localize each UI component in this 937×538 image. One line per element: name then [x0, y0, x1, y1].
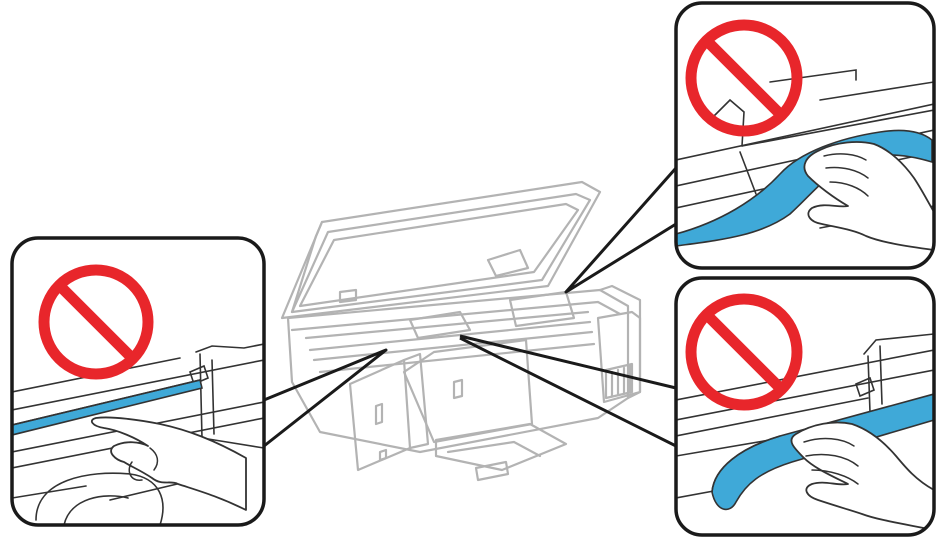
top-right-callout [676, 3, 934, 268]
bottom-right-callout [676, 278, 934, 535]
printer-scanner-lid [282, 182, 600, 318]
left-callout-pointer [264, 350, 386, 446]
printer-ink-tank [598, 312, 640, 402]
left-callout [12, 238, 264, 525]
top-right-callout-pointer [566, 168, 676, 292]
printer [282, 182, 640, 480]
printer-front-panel [350, 354, 428, 470]
